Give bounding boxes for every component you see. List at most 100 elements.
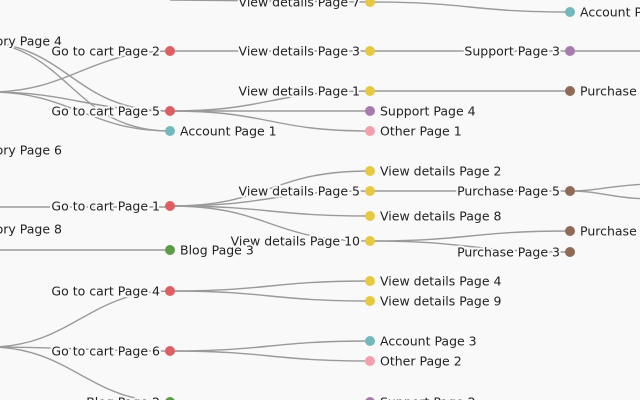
node-label-halo: Account Page 1: [180, 124, 277, 139]
node-label: Go to cart Page 5: [51, 104, 160, 119]
node-label-halo: View details Page 9: [380, 294, 501, 309]
node-label-halo: View details Page 1: [239, 84, 360, 99]
node-dot[interactable]: [365, 336, 375, 346]
link-cat4-to-acc1: [0, 43, 171, 132]
node-pur_a[interactable]: Purchase PPurchase P: [565, 82, 640, 101]
node-label-halo: Blog Page 3: [180, 243, 254, 258]
node-dot[interactable]: [365, 46, 375, 56]
node-label-halo: egory Page 6: [0, 143, 62, 158]
link-vd7-to-acc5: [369, 1, 571, 13]
node-label: Blog Page 2: [86, 395, 160, 400]
node-dot[interactable]: [365, 86, 375, 96]
node-dot[interactable]: [365, 356, 375, 366]
node-pur_b[interactable]: Purchase PPurchase P: [565, 222, 640, 241]
node-dot[interactable]: [565, 226, 575, 236]
node-cart4[interactable]: Go to cart Page 4Go to cart Page 4: [49, 282, 175, 301]
node-dot[interactable]: [365, 211, 375, 221]
link-cart1-to-vd2: [169, 170, 371, 207]
node-label-halo: Other Page 1: [380, 124, 462, 139]
node-dot[interactable]: [565, 46, 575, 56]
node-dot[interactable]: [365, 276, 375, 286]
link-root-to-vd7: [169, 0, 371, 3]
node-label-halo: egory Page 8: [0, 222, 62, 237]
node-dot[interactable]: [565, 186, 575, 196]
node-blog2[interactable]: Blog Page 2Blog Page 2: [84, 393, 175, 400]
node-dot[interactable]: [565, 247, 575, 257]
node-label-halo: View details Page 2: [380, 164, 501, 179]
node-dot[interactable]: [365, 0, 375, 7]
node-label-halo: Purchase P: [580, 84, 640, 99]
node-label: View details Page 10: [231, 234, 360, 249]
node-label-halo: View details Page 7: [239, 0, 360, 10]
node-dot[interactable]: [365, 126, 375, 136]
node-cat8[interactable]: egory Page 8egory Page 8: [0, 220, 64, 239]
node-dot[interactable]: [365, 397, 375, 400]
node-label: Go to cart Page 4: [51, 284, 160, 299]
node-label: View details Page 9: [380, 294, 501, 309]
link-cart4-to-vd4: [169, 280, 371, 292]
node-dot[interactable]: [165, 397, 175, 400]
link-cart5-to-oth1: [169, 110, 371, 132]
node-label-halo: View details Page 4: [380, 274, 501, 289]
node-cat6[interactable]: egory Page 6egory Page 6: [0, 141, 64, 160]
node-label-halo: Go to cart Page 5: [51, 104, 160, 119]
node-dot[interactable]: [565, 7, 575, 17]
node-label: View details Page 3: [239, 44, 360, 59]
node-dot[interactable]: [365, 186, 375, 196]
node-label: Blog Page 3: [180, 243, 254, 258]
node-dot[interactable]: [365, 236, 375, 246]
node-cart5[interactable]: Go to cart Page 5Go to cart Page 5: [49, 102, 175, 121]
node-cart6[interactable]: Go to cart Page 6Go to cart Page 6: [49, 342, 175, 361]
node-label: View details Page 1: [239, 84, 360, 99]
node-cart1[interactable]: Go to cart Page 1Go to cart Page 1: [49, 197, 175, 216]
node-dot[interactable]: [165, 201, 175, 211]
node-label: Go to cart Page 6: [51, 344, 160, 359]
node-sup2[interactable]: Support Page 2Support Page 2: [365, 393, 478, 400]
node-dot[interactable]: [165, 346, 175, 356]
node-label: egory Page 4: [0, 34, 62, 49]
link-vd10-to-pur_b: [369, 230, 571, 242]
node-label: View details Page 5: [239, 184, 360, 199]
node-dot[interactable]: [165, 46, 175, 56]
node-dot[interactable]: [565, 86, 575, 96]
node-label-halo: Account Page 3: [380, 334, 477, 349]
node-label: Account Page 1: [180, 124, 277, 139]
node-acc5[interactable]: Account Page 5Account Page 5: [565, 3, 640, 22]
node-label-halo: Purchase Page 5: [457, 184, 560, 199]
node-dot[interactable]: [165, 106, 175, 116]
node-label-halo: Go to cart Page 4: [51, 284, 160, 299]
node-label: Purchase Page 3: [457, 245, 560, 260]
node-cart2[interactable]: Go to cart Page 2Go to cart Page 2: [49, 42, 175, 61]
node-dot[interactable]: [365, 106, 375, 116]
node-label-halo: Account Page 5: [580, 5, 640, 20]
node-cat4[interactable]: egory Page 4egory Page 4: [0, 32, 64, 51]
node-dot[interactable]: [165, 126, 175, 136]
node-label: Other Page 1: [380, 124, 462, 139]
node-dot[interactable]: [165, 286, 175, 296]
node-dot[interactable]: [165, 245, 175, 255]
node-dot[interactable]: [365, 166, 375, 176]
node-label: Purchase Page 5: [457, 184, 560, 199]
node-dot[interactable]: [365, 296, 375, 306]
node-label: View details Page 7: [239, 0, 360, 10]
